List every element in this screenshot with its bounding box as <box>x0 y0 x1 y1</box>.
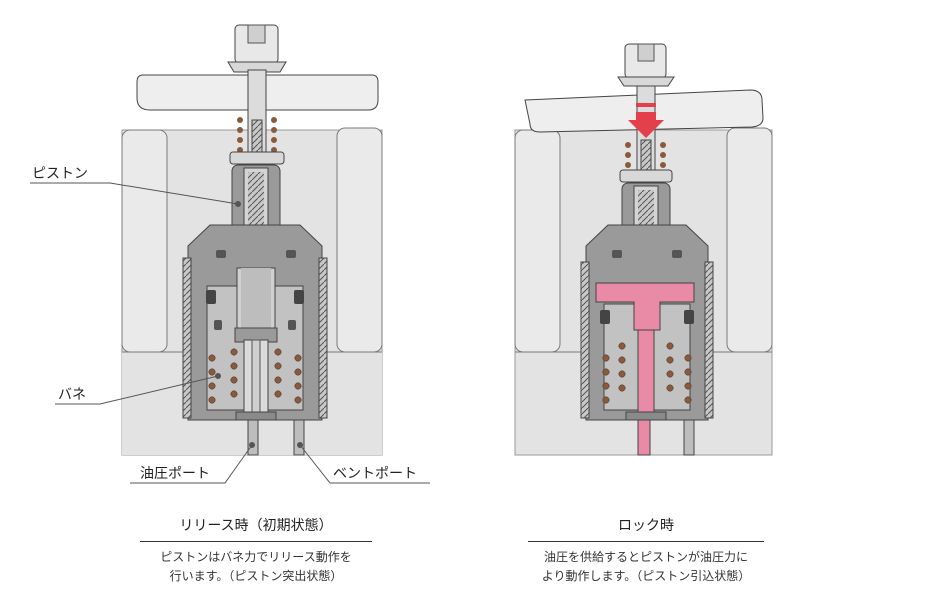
vent-port-label: ベントポート <box>333 466 417 482</box>
oil-port-pipe <box>247 419 259 456</box>
spring-label: バネ <box>58 387 86 403</box>
block-upper-right <box>726 127 773 353</box>
oil-chamber <box>595 282 695 331</box>
lock-title: ロック時 <box>528 515 764 542</box>
leader-lines <box>30 182 430 484</box>
upper-spring <box>625 142 666 168</box>
oil-port-pipe <box>637 419 651 456</box>
piston-label: ピストン <box>32 166 88 182</box>
block-upper-right <box>336 127 383 353</box>
release-title: リリース時（初期状態） <box>140 515 372 542</box>
oil-passage <box>637 329 655 421</box>
vent-port-pipe <box>293 419 305 456</box>
return-spring <box>602 342 692 404</box>
block-upper-left <box>514 129 561 353</box>
release-caption: リリース時（初期状態） ピストンはバネ力でリリース動作を 行います。（ピストン突… <box>140 515 372 586</box>
oil-port-label: 油圧ポート <box>140 466 210 482</box>
lock-caption: ロック時 油圧を供給するとピストンが油圧力に より動作します。（ピストン引込状態… <box>528 515 764 586</box>
upper-spring <box>237 117 277 153</box>
vent-port-pipe <box>683 419 695 456</box>
release-description: ピストンはバネ力でリリース動作を 行います。（ピストン突出状態） <box>160 550 352 583</box>
return-spring <box>208 348 302 404</box>
block-upper-left <box>121 129 168 353</box>
release-state-diagram <box>121 24 383 456</box>
lock-state-diagram <box>514 43 773 456</box>
lock-description: 油圧を供給するとピストンが油圧力に より動作します。（ピストン引込状態） <box>541 550 751 583</box>
down-arrow-icon <box>628 103 664 138</box>
